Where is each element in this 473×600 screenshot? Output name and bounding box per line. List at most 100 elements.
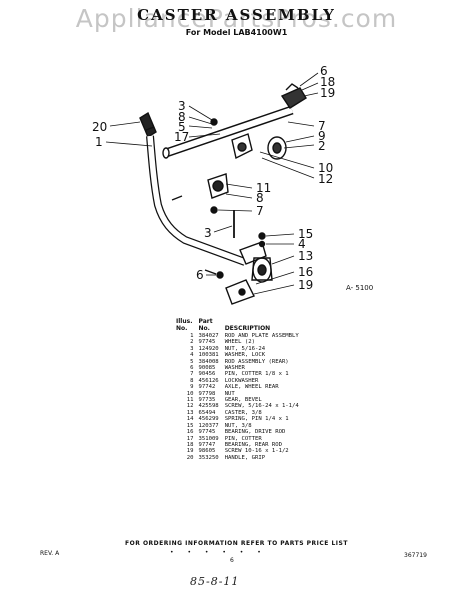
callout-9: 9 xyxy=(318,129,326,143)
callout-1: 1 xyxy=(95,135,103,149)
description-cell: NUT, 5/16-24 xyxy=(224,345,266,352)
description-cell: NUT xyxy=(224,390,235,397)
part-no-cell: 100381 xyxy=(198,352,219,359)
description-cell: PIN, COTTER xyxy=(224,435,262,442)
callout-17: 17 xyxy=(174,130,189,144)
illus-no-cell: 1 xyxy=(190,333,194,339)
rear-axle-rod xyxy=(162,105,294,159)
description-cell: AXLE, WHEEL REAR xyxy=(224,384,279,391)
diagram-title: CASTER ASSEMBLY xyxy=(137,6,336,24)
illus-no-cell: 12 xyxy=(186,403,194,410)
part-no-cell: 384008 xyxy=(198,358,219,365)
callout-6: 6 xyxy=(320,64,328,78)
callout-8: 8 xyxy=(178,110,186,124)
description-cell: PIN, COTTER 1/8 x 1 xyxy=(224,371,289,378)
description-cell: GEAR, BEVEL xyxy=(224,397,262,404)
illus-no-cell: 19 xyxy=(186,448,194,455)
leader-lines xyxy=(105,72,319,295)
part-no-cell: 97745 xyxy=(198,429,216,436)
part-no-cell: 65494 xyxy=(198,409,216,416)
rear-bearing-bracket xyxy=(280,83,307,109)
callout-3: 3 xyxy=(178,99,186,113)
description-cell: CASTER, 3/8 xyxy=(224,409,262,416)
part-no-cell: 353250 xyxy=(198,454,219,461)
part-no-cell: 384027 xyxy=(198,333,219,339)
callout-18: 18 xyxy=(320,75,335,89)
illus-no-cell: 3 xyxy=(190,345,194,352)
part-no-cell: 90085 xyxy=(198,365,216,372)
illus-no-cell: 10 xyxy=(186,390,194,397)
revision-marks: • • • • • • xyxy=(170,549,267,556)
description-cell: SPRING, PIN 1/4 x 1 xyxy=(224,416,289,423)
model-subtitle: For Model LAB4100W1 xyxy=(185,28,288,37)
lower-bracket xyxy=(225,279,255,305)
illus-no-cell: 7 xyxy=(190,371,194,378)
part-no-cell: 456126 xyxy=(198,377,219,384)
part-no-cell: 124920 xyxy=(198,345,219,352)
drive-rod xyxy=(146,135,247,266)
rear-wheel xyxy=(267,136,287,160)
part-no-cell: 425598 xyxy=(198,403,219,410)
description-cell: WASHER xyxy=(224,365,245,372)
illus-no-cell: 11 xyxy=(186,397,194,404)
callout-20: 20 xyxy=(92,120,107,134)
illus-no-cell: 4 xyxy=(190,352,194,359)
part-no-cell: 120377 xyxy=(198,422,219,429)
description-cell: ROD AND PLATE ASSEMBLY xyxy=(224,333,299,339)
callout-16: 16 xyxy=(298,265,313,279)
description-cell: LOCKWASHER xyxy=(224,377,259,384)
table-row: 14 456299 SPRING, PIN 1/4 x 1 xyxy=(176,416,305,422)
bevel-gear-assembly xyxy=(207,173,229,199)
part-no-cell: 90456 xyxy=(198,371,216,378)
description-cell: BEARING, DRIVE ROD xyxy=(224,429,286,436)
callout-5: 5 xyxy=(178,120,186,134)
table-row: 20 353250 HANDLE, GRIP xyxy=(176,455,305,461)
description-cell: SCREW 10-16 x 1-1/2 xyxy=(224,448,289,455)
part-no-cell: 97742 xyxy=(198,384,216,391)
illus-no-cell: 8 xyxy=(190,377,194,384)
part-no-cell: 98605 xyxy=(198,448,216,455)
illus-no-cell: 17 xyxy=(186,435,194,442)
table-row: 6 90085 WASHER xyxy=(176,365,305,371)
illus-no-cell: 20 xyxy=(186,454,194,461)
callout-15: 15 xyxy=(298,227,313,241)
callout-3b: 3 xyxy=(204,226,212,240)
callout-7b: 7 xyxy=(256,204,264,218)
table-row: 19 98605 SCREW 10-16 x 1-1/2 xyxy=(176,448,305,454)
callout-10: 10 xyxy=(318,161,333,175)
description-cell: SCREW, 5/16-24 x 1-1/4 xyxy=(224,403,299,410)
illus-no-cell: 15 xyxy=(186,422,194,429)
callout-11: 11 xyxy=(256,181,271,195)
description-cell: WASHER, LOCK xyxy=(224,352,266,359)
front-caster xyxy=(239,241,273,283)
illus-no-cell: 13 xyxy=(186,409,194,416)
callout-8b: 8 xyxy=(256,191,264,205)
part-no-cell: 97747 xyxy=(198,441,216,448)
ordering-note: FOR ORDERING INFORMATION REFER TO PARTS … xyxy=(125,540,348,547)
callout-7: 7 xyxy=(318,119,326,133)
illus-no-cell: 18 xyxy=(186,441,194,448)
header-description: DESCRIPTION xyxy=(224,325,271,332)
table-row: 3 124920 NUT, 5/16-24 xyxy=(176,346,305,352)
part-no-cell: 97798 xyxy=(198,390,216,397)
revision-number: 6 xyxy=(230,557,234,564)
callout-19: 19 xyxy=(320,86,335,100)
illus-no-cell: 6 xyxy=(190,365,194,372)
callout-2: 2 xyxy=(318,139,326,153)
description-cell: HANDLE, GRIP xyxy=(224,454,266,461)
callout-6b: 6 xyxy=(196,268,204,282)
table-row: 8 456126 LOCKWASHER xyxy=(176,378,305,384)
part-no-cell: 456299 xyxy=(198,416,219,423)
illus-no-cell: 14 xyxy=(186,416,194,423)
illus-no-cell: 2 xyxy=(190,339,194,346)
handwritten-date: 85-8-11 xyxy=(190,575,240,588)
